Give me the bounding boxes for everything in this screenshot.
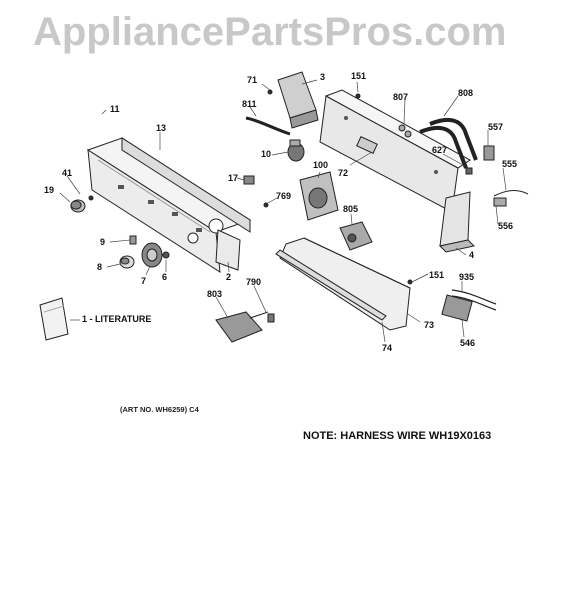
callout-10: 10 xyxy=(261,149,272,159)
screw-part-71 xyxy=(267,89,273,95)
part-557 xyxy=(483,145,495,161)
part-17 xyxy=(243,175,255,185)
callout-808: 808 xyxy=(458,88,474,98)
trim-strip-part-74 xyxy=(275,249,387,321)
callout-627: 627 xyxy=(432,145,448,155)
backsplash-part-72 xyxy=(319,89,471,213)
literature-booklet-part-1 xyxy=(39,297,69,341)
timer-knob-part-7 xyxy=(141,242,163,268)
part-41-screw xyxy=(88,195,94,201)
water-valve-part-805 xyxy=(339,221,373,251)
callout-556: 556 xyxy=(498,221,514,231)
callout-13: 13 xyxy=(156,123,167,133)
callout-72: 72 xyxy=(338,168,349,178)
callout-11: 11 xyxy=(110,104,120,114)
callout-19: 19 xyxy=(44,185,55,195)
callout-7: 7 xyxy=(141,276,147,286)
callout-41: 41 xyxy=(62,168,73,178)
hose-part-811 xyxy=(245,116,291,136)
callout-151-lower: 151 xyxy=(429,270,445,280)
callout-4: 4 xyxy=(469,250,475,260)
callout-6: 6 xyxy=(162,272,168,282)
leader-lines xyxy=(59,79,507,343)
callout-3: 3 xyxy=(320,72,326,82)
timer-part-100 xyxy=(299,171,339,221)
callout-803: 803 xyxy=(207,289,223,299)
bracket-part-2 xyxy=(215,229,241,271)
callout-546: 546 xyxy=(460,338,476,348)
endcap-part-3 xyxy=(277,71,319,129)
knob-part-19 xyxy=(70,199,86,213)
callout-555: 555 xyxy=(502,159,518,169)
literature-label: 1 - LITERATURE xyxy=(82,314,152,324)
callout-557: 557 xyxy=(488,122,504,132)
callout-935: 935 xyxy=(459,272,475,282)
washers-part-807 xyxy=(398,124,412,138)
pressure-switch-part-10 xyxy=(287,139,305,162)
inlet-hoses-part-808 xyxy=(419,117,478,169)
knob-part-8 xyxy=(119,255,135,269)
callout-71: 71 xyxy=(247,75,258,85)
art-number: (ART NO. WH6259) C4 xyxy=(120,405,199,414)
switch-part-9 xyxy=(129,235,137,245)
clip-part-6 xyxy=(162,251,170,259)
callout-100: 100 xyxy=(313,160,329,170)
part-556 xyxy=(493,197,507,207)
dispenser-part-803 xyxy=(215,311,269,343)
callout-17: 17 xyxy=(228,173,239,183)
callout-805: 805 xyxy=(343,204,359,214)
screw-part-151-lower xyxy=(407,279,413,285)
part-627 xyxy=(465,167,473,175)
callout-807: 807 xyxy=(393,92,409,102)
side-bracket-part-4 xyxy=(438,191,476,253)
callout-151-top: 151 xyxy=(351,71,367,81)
callout-2: 2 xyxy=(226,272,232,282)
callout-73: 73 xyxy=(424,320,435,330)
screw-part-151-top xyxy=(355,93,361,99)
part-790 xyxy=(267,313,275,323)
callout-811: 811 xyxy=(242,99,257,109)
connector-part-546 xyxy=(441,294,473,322)
part-769 xyxy=(263,202,269,208)
harness-part-555 xyxy=(493,190,529,197)
callout-9: 9 xyxy=(100,237,106,247)
callout-8: 8 xyxy=(97,262,103,272)
harness-note: NOTE: HARNESS WIRE WH19X0163 xyxy=(303,430,492,442)
lower-bracket-part-73 xyxy=(279,237,411,331)
callout-790: 790 xyxy=(246,277,262,287)
control-panel-part-13 xyxy=(86,137,252,273)
callout-74: 74 xyxy=(382,343,393,353)
callout-769: 769 xyxy=(276,191,292,201)
watermark: AppliancePartsPros.com xyxy=(33,10,507,54)
harness-part-935 xyxy=(451,289,497,311)
